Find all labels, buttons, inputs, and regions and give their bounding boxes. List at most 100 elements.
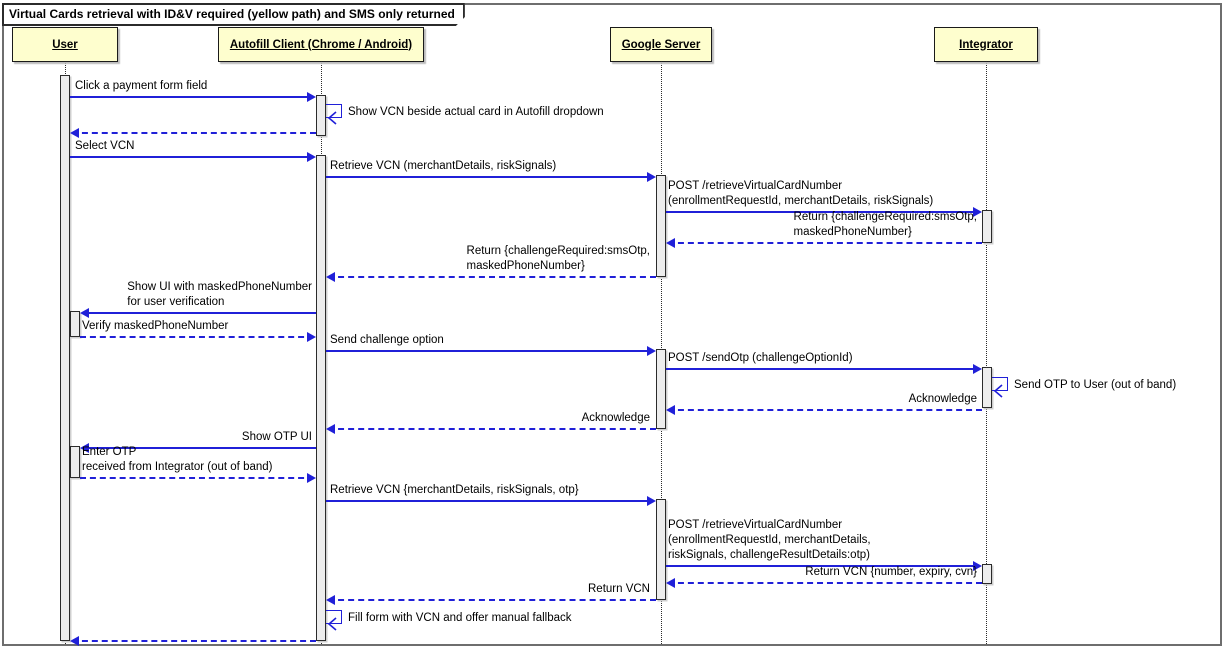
activation-bar xyxy=(982,367,992,408)
activation-bar xyxy=(70,446,80,478)
message-label: Enter OTP received from Integrator (out o… xyxy=(82,445,273,475)
message-label-line: (enrollmentRequestId, merchantDetails, r… xyxy=(668,195,934,207)
message-arrow-line xyxy=(72,132,316,134)
participant-label: User xyxy=(52,38,78,51)
self-message-loop xyxy=(326,610,342,624)
message-arrowhead xyxy=(307,92,316,102)
message-label-line: Retrieve VCN (merchantDetails, riskSigna… xyxy=(330,160,557,172)
message-arrowhead xyxy=(973,207,982,217)
self-message-open-arrowhead xyxy=(327,617,337,636)
message-arrow-line xyxy=(82,312,316,314)
participant-label: Google Server xyxy=(621,38,701,51)
message-arrow-line xyxy=(82,447,316,449)
message-label: Click a payment form field xyxy=(75,79,207,94)
message-label: Select VCN xyxy=(75,139,134,154)
message-label: Return {challengeRequired:smsOtp, maskedP… xyxy=(794,210,977,240)
self-message-label: Fill form with VCN and offer manual fall… xyxy=(348,612,572,624)
message-label: POST /sendOtp (challengeOptionId) xyxy=(668,351,853,366)
diagram-title: Virtual Cards retrieval with ID&V requir… xyxy=(2,3,465,26)
message-label-line: received from Integrator (out of band) xyxy=(82,461,273,473)
message-label-line: POST /sendOtp (challengeOptionId) xyxy=(668,352,853,364)
message-arrow-line xyxy=(668,242,982,244)
message-arrowhead xyxy=(307,332,316,342)
message-arrow-line xyxy=(80,336,314,338)
message-arrow-line xyxy=(668,582,982,584)
participant-label: Autofill Client (Chrome / Android) xyxy=(229,38,413,51)
self-message-open-arrowhead xyxy=(327,111,337,130)
message-arrowhead xyxy=(80,308,89,318)
message-arrow-line xyxy=(666,211,980,213)
message-label-line: maskedPhoneNumber} xyxy=(466,260,585,272)
message-arrowhead xyxy=(326,595,335,605)
message-arrowhead xyxy=(973,364,982,374)
message-label: POST /retrieveVirtualCardNumber(enrollme… xyxy=(668,518,871,563)
activation-bar xyxy=(656,175,666,277)
message-arrowhead xyxy=(80,443,89,453)
message-label: Retrieve VCN {merchantDetails, riskSigna… xyxy=(330,483,579,498)
message-label-line: Send challenge option xyxy=(330,334,444,346)
participant-autofill: Autofill Client (Chrome / Android) xyxy=(218,27,424,62)
message-label: Show OTP UI xyxy=(242,430,312,445)
message-arrowhead xyxy=(647,172,656,182)
message-label-line: Acknowledge xyxy=(581,412,650,424)
message-arrow-line xyxy=(666,368,980,370)
message-arrow-line xyxy=(72,640,316,642)
message-label-line: Return VCN xyxy=(588,583,650,595)
message-label-line: Select VCN xyxy=(75,140,135,152)
message-label-line: maskedPhoneNumber} xyxy=(793,226,912,238)
activation-bar xyxy=(316,155,326,641)
message-label: Verify maskedPhoneNumber xyxy=(82,319,228,334)
message-label-line: Verify maskedPhoneNumber xyxy=(82,320,229,332)
message-arrowhead xyxy=(326,272,335,282)
message-arrowhead xyxy=(973,561,982,571)
message-label-line: Return {challengeRequired:smsOtp, xyxy=(793,211,977,223)
message-label-line: Enter OTP xyxy=(82,446,137,458)
participant-user: User xyxy=(12,27,118,62)
lifeline-integrator xyxy=(986,62,987,644)
message-arrow-line xyxy=(70,96,314,98)
self-message-label: Show VCN beside actual card in Autofill … xyxy=(348,106,604,118)
message-arrowhead xyxy=(307,152,316,162)
message-label-line: Show OTP UI xyxy=(241,431,312,443)
self-message-label: Send OTP to User (out of band) xyxy=(1014,379,1177,391)
message-arrow-line xyxy=(80,477,314,479)
participant-google: Google Server xyxy=(610,27,712,62)
message-arrowhead xyxy=(326,424,335,434)
message-arrowhead xyxy=(666,238,675,248)
message-label-line: POST /retrieveVirtualCardNumber xyxy=(668,180,843,192)
message-label: Acknowledge xyxy=(582,411,650,426)
message-label-line: Acknowledge xyxy=(908,393,977,405)
activation-bar xyxy=(316,95,326,136)
participant-label: Integrator xyxy=(959,38,1013,51)
message-label: Acknowledge xyxy=(909,392,977,407)
message-label-line: for user verification xyxy=(127,296,225,308)
message-label: Return {challengeRequired:smsOtp,maskedP… xyxy=(467,244,650,274)
self-message-loop xyxy=(326,104,342,118)
message-arrowhead xyxy=(666,578,675,588)
message-arrowhead xyxy=(647,346,656,356)
activation-bar xyxy=(656,499,666,600)
message-arrow-line xyxy=(326,500,654,502)
message-arrowhead xyxy=(70,636,79,646)
message-label: Retrieve VCN (merchantDetails, riskSigna… xyxy=(330,159,556,174)
message-arrowhead xyxy=(70,128,79,138)
activation-bar xyxy=(60,75,70,641)
message-label: Send challenge option xyxy=(330,333,444,348)
activation-bar xyxy=(656,349,666,429)
activation-bar xyxy=(70,311,80,337)
participant-integrator: Integrator xyxy=(934,27,1038,62)
activation-bar xyxy=(982,564,992,584)
message-arrow-line xyxy=(328,276,656,278)
message-arrow-line xyxy=(666,565,980,567)
message-arrowhead xyxy=(666,405,675,415)
message-arrow-line xyxy=(70,156,314,158)
message-arrow-line xyxy=(326,176,654,178)
message-arrowhead xyxy=(307,473,316,483)
message-arrow-line xyxy=(326,350,654,352)
message-label: POST /retrieveVirtualCardNumber (enrollme… xyxy=(668,179,933,209)
message-arrow-line xyxy=(328,599,656,601)
self-message-loop xyxy=(992,377,1008,391)
message-arrow-line xyxy=(668,409,982,411)
